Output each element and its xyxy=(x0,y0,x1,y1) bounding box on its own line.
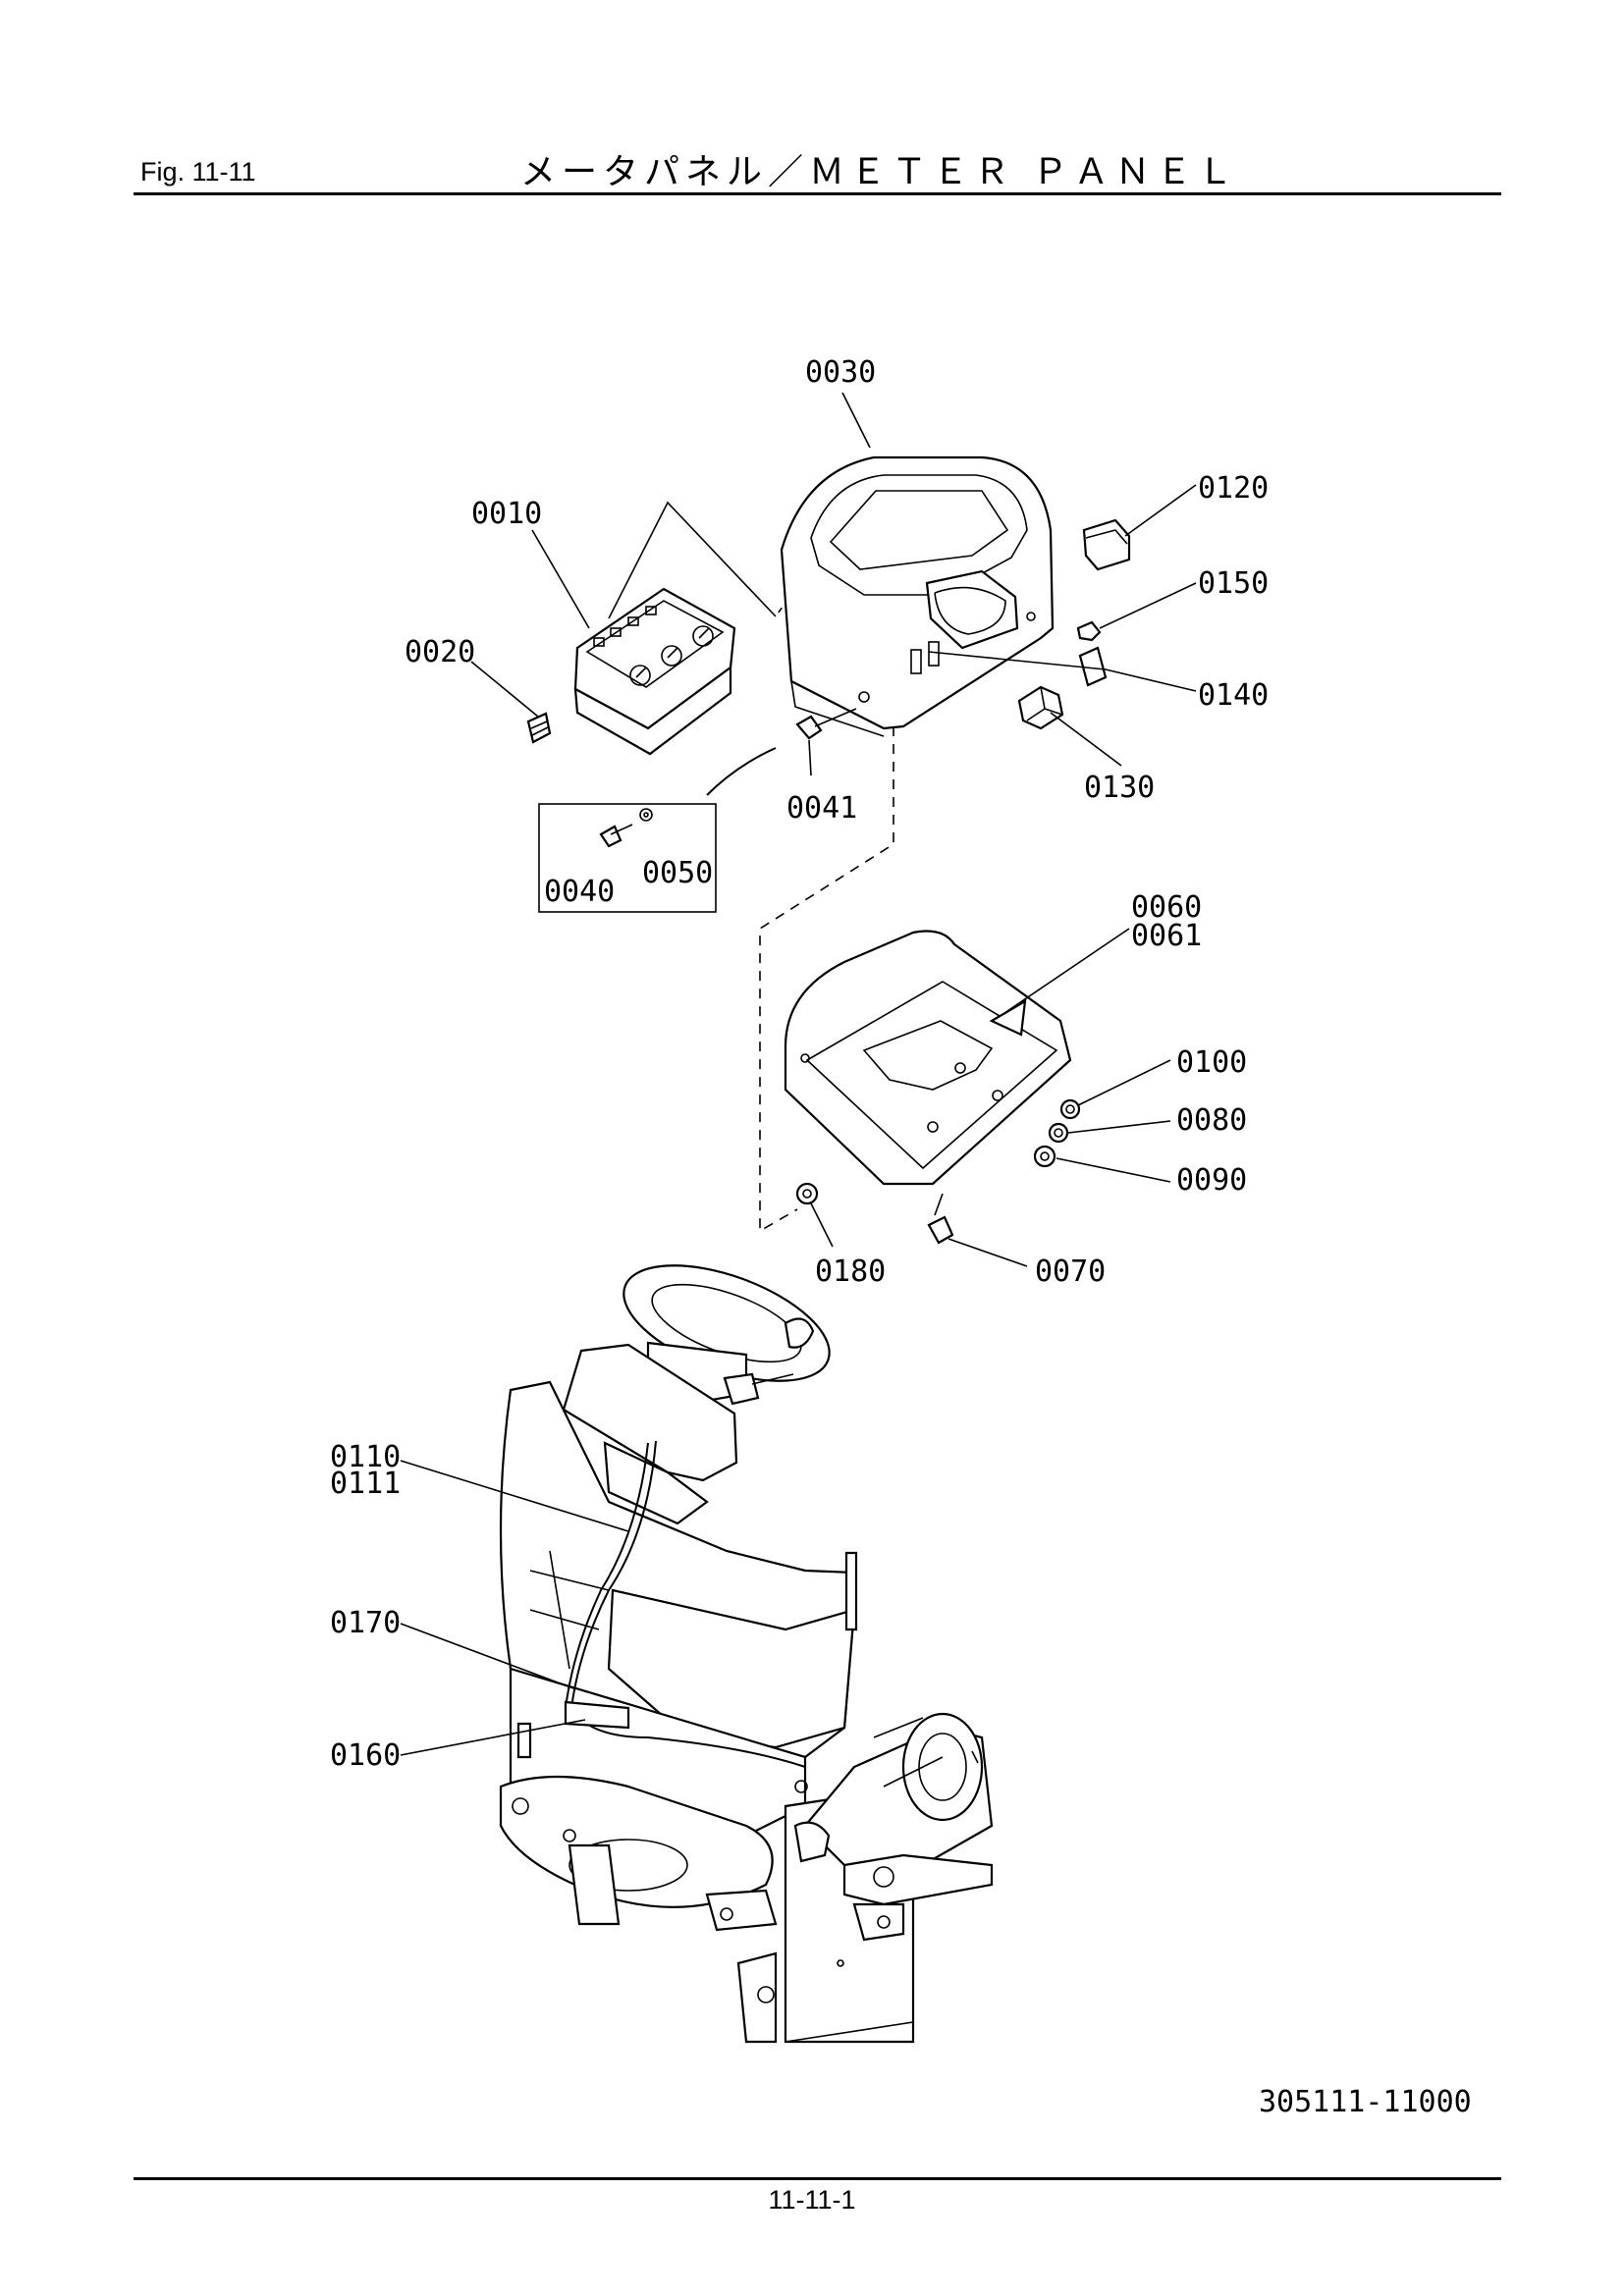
washer-0080-drawing xyxy=(1048,1122,1069,1144)
callout-0060: 0060 xyxy=(1131,890,1202,925)
callout-0050: 0050 xyxy=(642,856,713,890)
callout-0061: 0061 xyxy=(1131,919,1202,953)
callout-0030: 0030 xyxy=(805,355,876,390)
page-title: メータパネル／ＭＥＴＥＲ ＰＡＮＥＬ xyxy=(520,152,1239,192)
callout-0041: 0041 xyxy=(786,791,857,826)
callout-0100: 0100 xyxy=(1176,1045,1247,1080)
meter-unit-drawing xyxy=(573,587,736,756)
callout-labels: 0030 0010 0020 0120 0150 0140 0130 0041 … xyxy=(330,355,1269,1773)
callout-0090: 0090 xyxy=(1176,1163,1247,1198)
page-number: 11-11-1 xyxy=(768,2185,856,2215)
callout-0120: 0120 xyxy=(1198,471,1269,506)
leader-lines xyxy=(400,392,1197,1756)
knob-0130-drawing xyxy=(1017,685,1064,730)
callout-0150: 0150 xyxy=(1198,566,1269,601)
callout-0160: 0160 xyxy=(330,1738,401,1773)
callout-0040: 0040 xyxy=(544,875,615,909)
callout-0130: 0130 xyxy=(1084,771,1155,805)
plug-0150-drawing xyxy=(1076,620,1102,642)
callout-0080: 0080 xyxy=(1176,1103,1247,1138)
callout-0020: 0020 xyxy=(405,635,475,669)
callout-0110: 0110 xyxy=(330,1440,401,1474)
steering-column-drawing xyxy=(499,1264,915,2044)
header-rule xyxy=(134,192,1501,195)
screw-0020-drawing xyxy=(526,712,552,744)
bolt-0041-drawing xyxy=(795,708,857,740)
washer-0090-drawing xyxy=(1033,1145,1056,1168)
callout-0140: 0140 xyxy=(1198,678,1269,713)
callout-0170: 0170 xyxy=(330,1606,401,1640)
motor-unit-drawing xyxy=(793,1712,994,1942)
bolt-0070-drawing xyxy=(927,1193,954,1245)
inset-box xyxy=(538,803,717,913)
cover-0140-drawing xyxy=(1078,646,1108,687)
switch-0120-drawing xyxy=(1082,518,1131,571)
nut-0100-drawing xyxy=(1059,1098,1081,1120)
footer-rule xyxy=(134,2177,1501,2180)
drawing-number: 305111-11000 xyxy=(1259,2085,1472,2119)
callout-0111: 0111 xyxy=(330,1467,401,1501)
figure-label: Fig. 11-11 xyxy=(140,157,256,187)
callout-0010: 0010 xyxy=(471,497,542,531)
callout-0070: 0070 xyxy=(1035,1255,1106,1289)
meter-panel-drawing xyxy=(780,455,1055,737)
callout-0180: 0180 xyxy=(815,1255,886,1289)
bracket-drawing xyxy=(784,930,1072,1186)
washer-0180-drawing xyxy=(795,1182,819,1205)
